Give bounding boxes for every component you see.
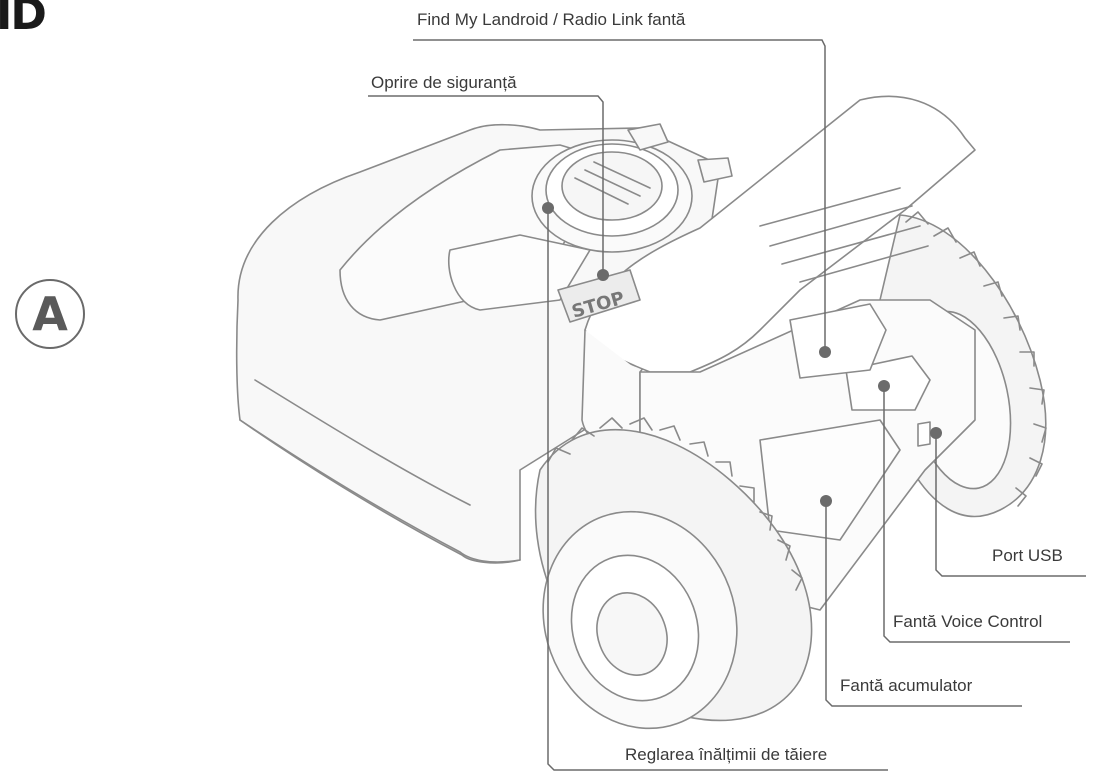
radio-link-slot-outline [789,303,887,379]
label-battery-slot: Fantă acumulator [840,676,973,695]
leader-safety-stop [368,95,604,275]
leader-usb-port [935,433,1086,577]
leader-cut-height [547,208,888,771]
callout-dots [542,202,942,507]
leader-voice-control [883,386,1070,643]
safety-stop-dial [531,123,733,253]
corner-heading-fragment: ID [0,0,47,40]
dot-find-my [819,346,831,358]
rear-body-skirt [239,419,521,564]
label-voice-control-slot: Fantă Voice Control [893,612,1043,631]
dot-cut-height [542,202,554,214]
front-wheel-left [534,417,813,730]
dot-voice-control [878,380,890,392]
leader-find-my [413,39,826,352]
rear-body-inner-line [254,379,471,506]
label-safety-stop: Oprire de siguranță [371,73,517,92]
leader-battery [825,501,1022,707]
figure-badge: A [15,279,85,349]
label-cut-height-adjust: Reglarea înălțimii de tăiere [625,745,828,764]
figure-badge-letter: A [32,287,68,341]
label-usb-port: Port USB [992,546,1063,565]
handle-ridges [759,187,929,283]
dot-safety-stop [597,269,609,281]
dot-battery [820,495,832,507]
usb-port-outline [917,421,931,447]
label-find-my-radio-link: Find My Landroid / Radio Link fantă [417,10,686,29]
control-panel-recess [448,234,591,311]
carry-handle [584,95,976,373]
leader-lines [368,39,1086,771]
dot-usb-port [930,427,942,439]
